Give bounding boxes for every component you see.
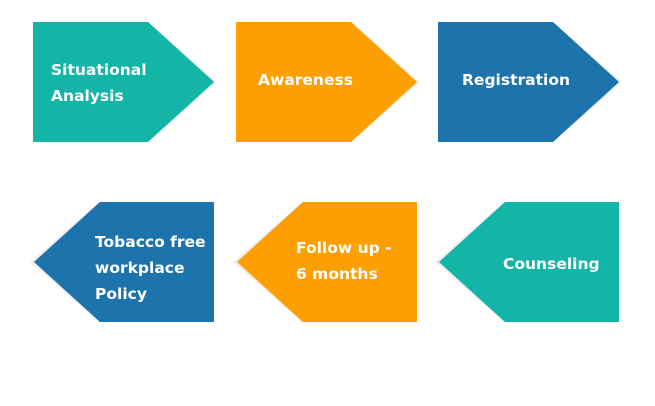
step-tobacco-free-policy-arrow: [34, 202, 214, 322]
step-follow-up-label: Follow up - 6 months: [296, 239, 397, 283]
step-situational-analysis-label-line-2: Analysis: [51, 87, 124, 105]
step-situational-analysis-label-line-1: Situational: [51, 61, 147, 79]
step-follow-up-label-line-2: 6 months: [296, 265, 378, 283]
step-situational-analysis-arrow: [33, 22, 214, 142]
step-situational-analysis-label: Situational Analysis: [51, 61, 152, 105]
step-follow-up-arrow: [237, 202, 417, 322]
step-registration-arrow: [438, 22, 619, 142]
step-registration: Registration: [438, 22, 622, 142]
step-tobacco-free-policy-label-line-1: Tobacco free: [95, 233, 206, 251]
step-tobacco-free-policy-label-line-2: workplace: [95, 259, 185, 277]
step-counseling-label: Counseling: [503, 255, 600, 273]
step-awareness-label: Awareness: [258, 71, 353, 89]
step-awareness-label-line-1: Awareness: [258, 71, 353, 89]
step-tobacco-free-policy-label-line-3: Policy: [95, 285, 147, 303]
step-registration-label-line-1: Registration: [462, 71, 570, 89]
step-counseling-arrow: [439, 202, 619, 322]
step-follow-up-label-line-1: Follow up -: [296, 239, 392, 257]
step-registration-label: Registration: [462, 71, 570, 89]
step-awareness: Awareness: [236, 22, 420, 142]
step-follow-up: Follow up - 6 months: [233, 202, 417, 322]
step-awareness-arrow: [236, 22, 417, 142]
step-counseling-label-line-1: Counseling: [503, 255, 600, 273]
step-counseling: Counseling: [435, 202, 619, 322]
step-tobacco-free-policy: Tobacco free workplace Policy: [30, 202, 214, 322]
step-situational-analysis: Situational Analysis: [33, 22, 217, 142]
step-tobacco-free-policy-label: Tobacco free workplace Policy: [95, 233, 211, 303]
